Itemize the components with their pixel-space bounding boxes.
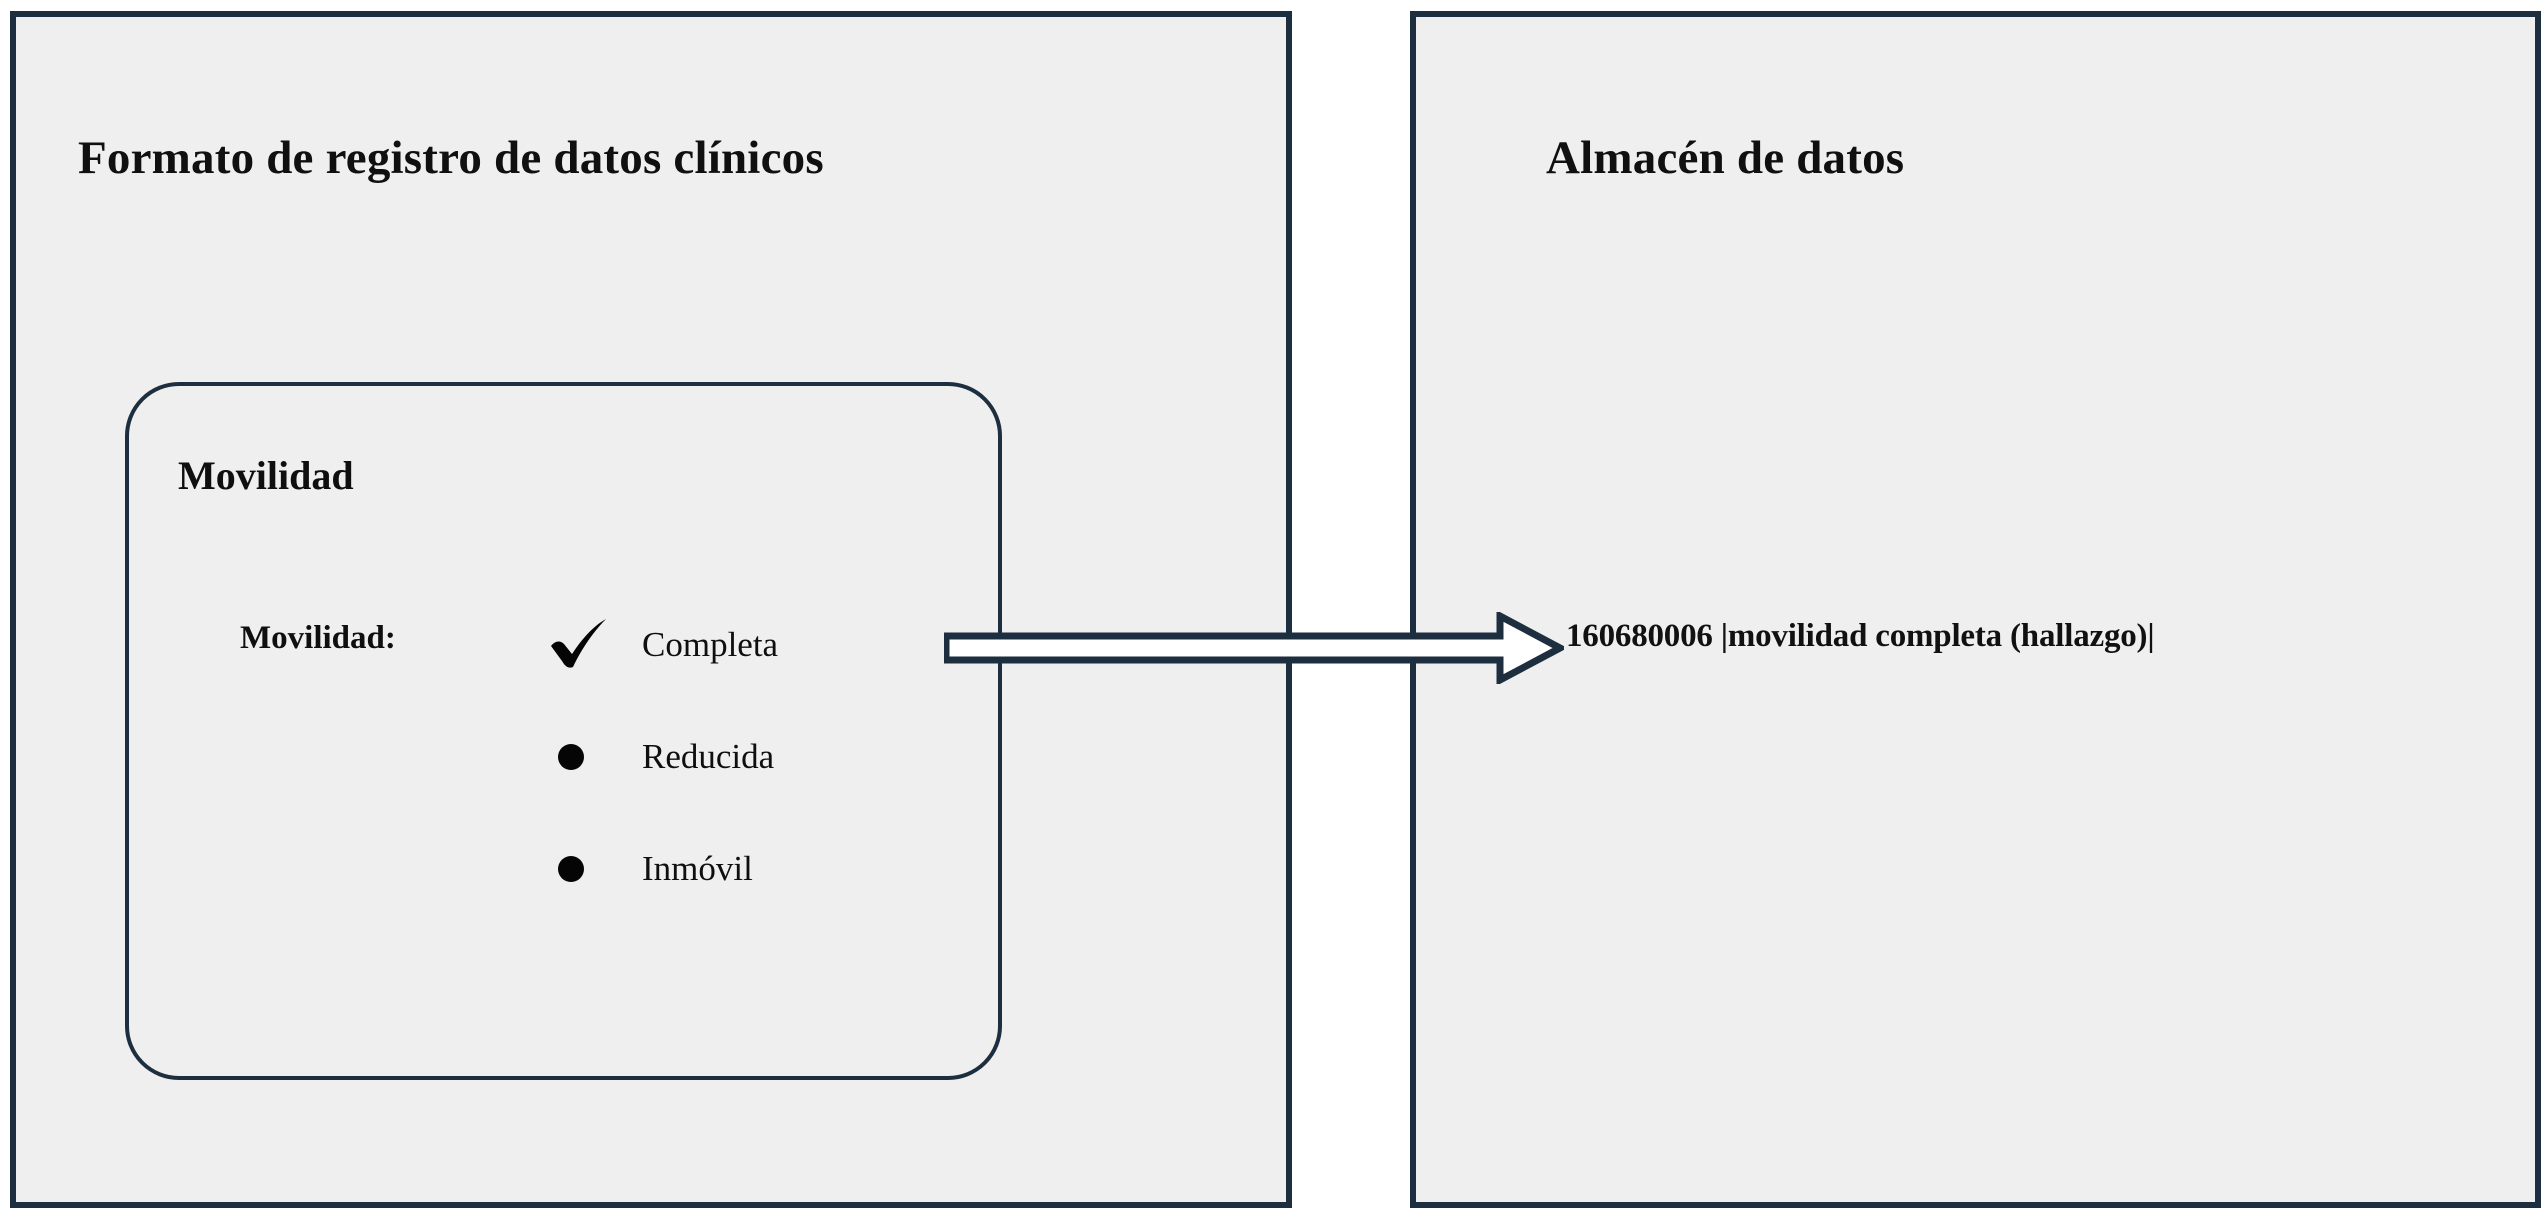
store-panel-title: Almacén de datos bbox=[1546, 132, 1905, 184]
option-marker-inmovil[interactable] bbox=[552, 856, 622, 882]
form-field-group bbox=[125, 382, 1002, 1080]
option-row-reducida[interactable]: Reducida bbox=[552, 730, 774, 784]
option-label-completa: Completa bbox=[642, 625, 779, 664]
check-icon bbox=[551, 619, 606, 668]
option-row-completa[interactable]: Completa bbox=[551, 618, 779, 672]
store-coded-value: 160680006 |movilidad completa (hallazgo)… bbox=[1566, 618, 2155, 654]
panel-clinical-data-form bbox=[10, 11, 1292, 1208]
option-label-inmovil: Inmóvil bbox=[642, 849, 753, 888]
bullet-icon bbox=[558, 744, 584, 770]
panel-data-store bbox=[1410, 11, 2541, 1208]
option-label-reducida: Reducida bbox=[642, 737, 775, 776]
form-group-heading: Movilidad bbox=[178, 453, 354, 498]
bullet-icon bbox=[558, 856, 584, 882]
option-marker-reducida[interactable] bbox=[552, 744, 622, 770]
option-marker-completa[interactable] bbox=[551, 619, 622, 671]
mobility-field-label: Movilidad: bbox=[240, 620, 396, 656]
mapping-arrow-icon bbox=[944, 612, 1564, 684]
form-panel-title: Formato de registro de datos clínicos bbox=[78, 132, 824, 184]
option-row-inmovil[interactable]: Inmóvil bbox=[552, 842, 753, 896]
